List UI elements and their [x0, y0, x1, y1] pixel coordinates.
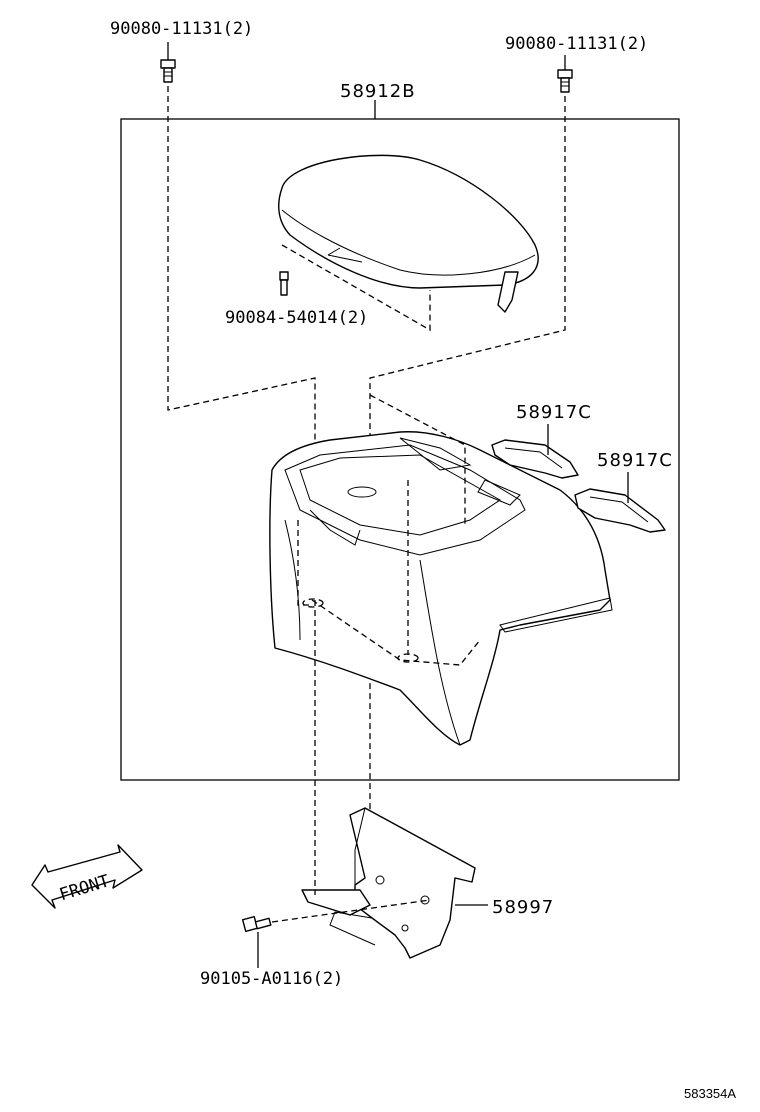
bracket-icon [301, 807, 476, 959]
bolt-top-left-icon [160, 42, 176, 83]
front-arrow-icon [31, 844, 143, 909]
label-mat-2: 58917C [597, 450, 673, 471]
clip-icon [279, 271, 289, 296]
label-bolt-top-left: 90080-11131(2) [110, 19, 253, 39]
label-bolt-bottom: 90105-A0116(2) [200, 969, 343, 989]
floor-mat-2-icon [574, 488, 666, 533]
label-bolt-top-right: 90080-11131(2) [505, 34, 648, 54]
bolt-top-right-icon [557, 55, 573, 93]
bolt-bottom-icon [241, 915, 272, 933]
label-bracket: 58997 [492, 897, 554, 918]
label-clip: 90084-54014(2) [225, 308, 368, 328]
label-assembly: 58912B [340, 81, 416, 102]
assembly-frame [120, 118, 680, 781]
armrest-lid-icon [278, 154, 539, 313]
console-body-icon [269, 431, 613, 746]
label-mat-1: 58917C [516, 402, 592, 423]
diagram-id: 583354A [684, 1086, 736, 1101]
floor-mat-1-icon [491, 439, 579, 479]
